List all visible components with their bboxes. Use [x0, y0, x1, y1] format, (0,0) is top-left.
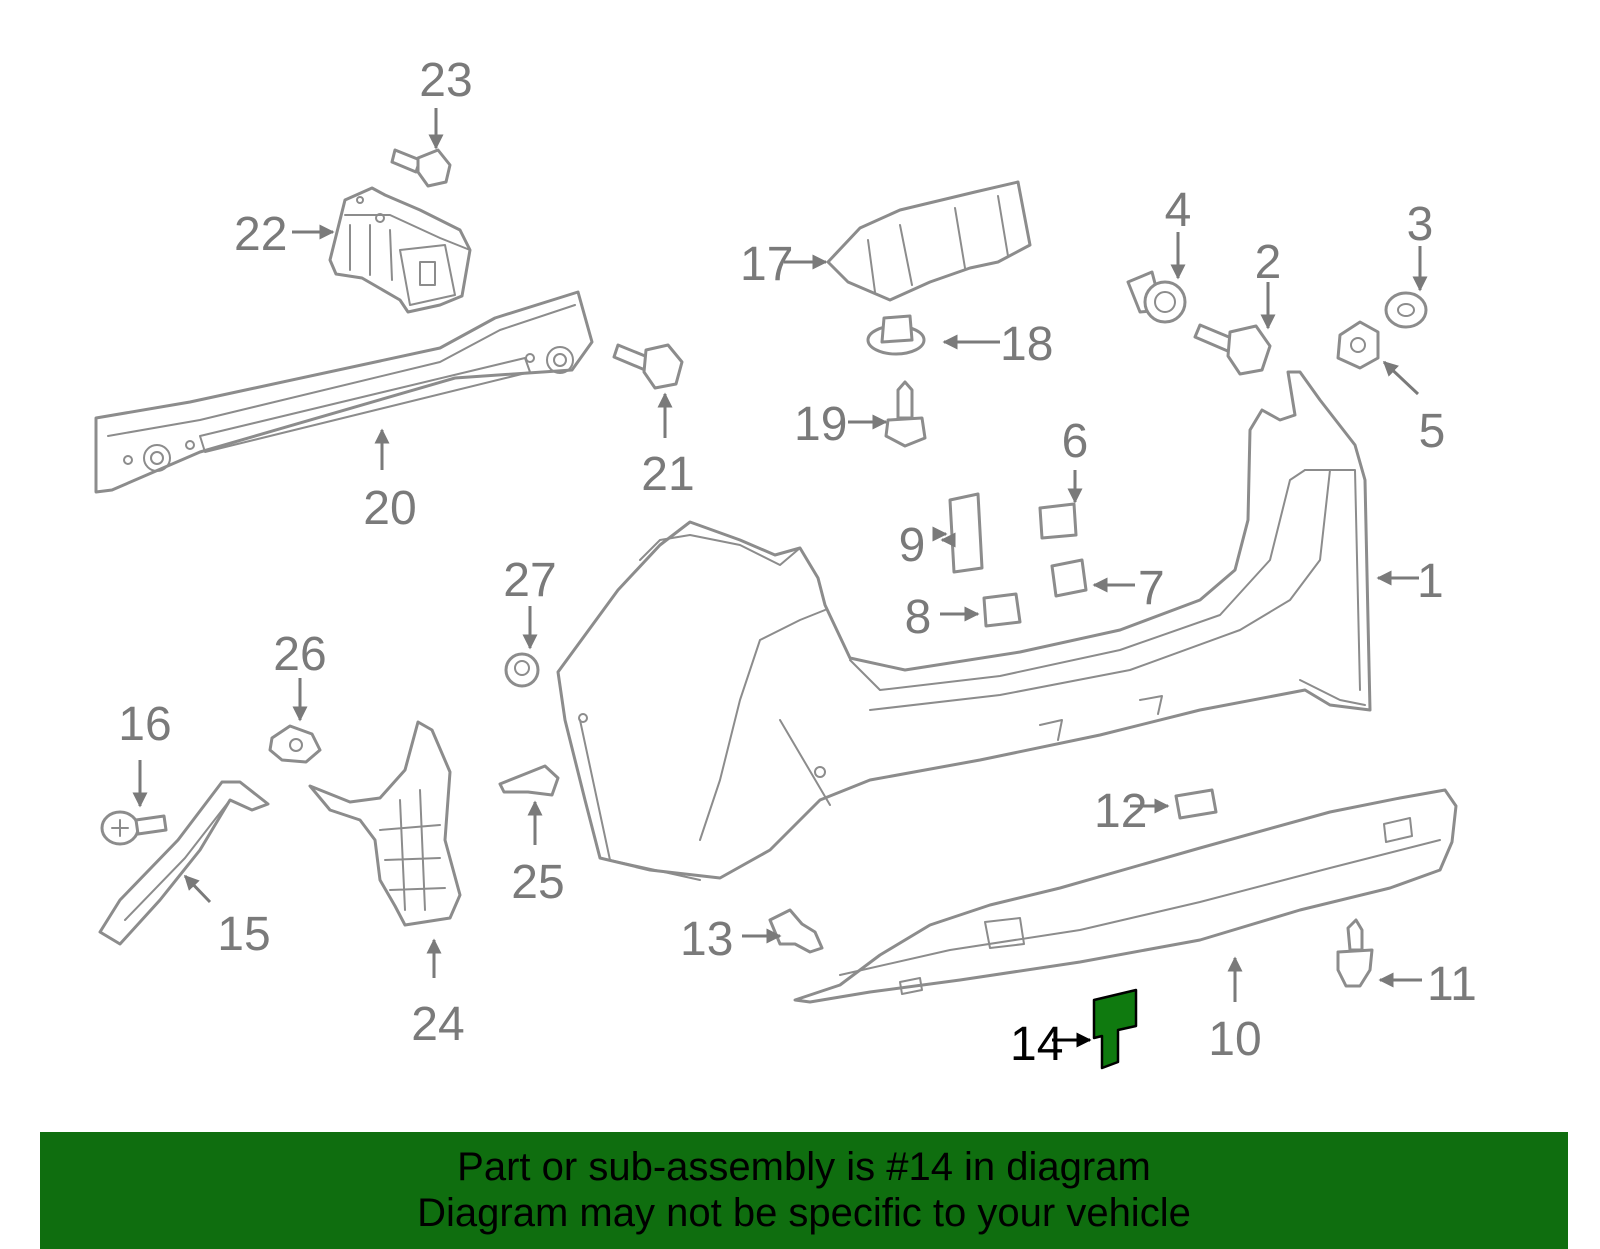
banner-line-2: Diagram may not be specific to your vehi…: [417, 1191, 1191, 1235]
label-23: 23: [419, 54, 472, 107]
label-22: 22: [234, 208, 287, 261]
part-20-bumper-reinforcement: [94, 290, 594, 494]
part-21-bolt: [612, 343, 684, 390]
leader-lines: [132, 108, 1428, 1048]
label-24: 24: [411, 998, 464, 1051]
part-2-bolt: [1193, 323, 1272, 376]
callout-labels: 1 2 3 4 5 6 7 8 9 10 11 12 13 14 15 16 1…: [118, 54, 1477, 1071]
label-12: 12: [1094, 785, 1147, 838]
part-18-retainer: [866, 314, 926, 356]
part-27-grommet: [504, 652, 540, 688]
part-13-clip: [768, 908, 824, 954]
part-1-bumper-cover: [556, 370, 1372, 881]
label-21: 21: [641, 448, 694, 501]
part-3-washer: [1384, 291, 1428, 329]
label-8: 8: [905, 591, 932, 644]
label-14: 14: [1010, 1018, 1063, 1071]
label-15: 15: [217, 908, 270, 961]
label-2: 2: [1255, 236, 1282, 289]
part-11-clip: [1336, 918, 1374, 988]
part-10-lower-garnish: [793, 788, 1458, 1004]
part-4-grommet: [1126, 270, 1187, 324]
part-15-strip: [98, 780, 270, 946]
label-27: 27: [503, 554, 556, 607]
label-11: 11: [1427, 958, 1477, 1011]
part-9-pad: [948, 492, 984, 574]
label-5: 5: [1419, 405, 1446, 458]
label-9: 9: [899, 519, 926, 572]
part-22-bracket: [328, 186, 472, 314]
label-6: 6: [1062, 415, 1089, 468]
part-12-pad: [1174, 788, 1218, 820]
part-26-clip: [268, 724, 322, 764]
part-6-pad: [1038, 502, 1078, 540]
part-8-pad: [982, 592, 1022, 628]
part-14-highlighted: [1092, 988, 1138, 1070]
label-13: 13: [680, 913, 733, 966]
label-10: 10: [1208, 1013, 1261, 1066]
label-25: 25: [511, 856, 564, 909]
part-24-bracket: [308, 720, 462, 927]
label-26: 26: [273, 628, 326, 681]
part-5-nut: [1336, 320, 1380, 370]
part-25-clip: [498, 764, 560, 797]
part-19-clip: [884, 380, 927, 448]
part-23-bolt: [390, 148, 452, 188]
label-18: 18: [1000, 318, 1053, 371]
part-17-bumper-bracket: [826, 180, 1032, 302]
label-3: 3: [1407, 198, 1434, 251]
label-7: 7: [1138, 562, 1165, 615]
label-16: 16: [118, 698, 171, 751]
part-16-screw: [100, 810, 168, 846]
label-19: 19: [794, 398, 847, 451]
info-banner: Part or sub-assembly is #14 in diagram D…: [40, 1132, 1568, 1249]
label-1: 1: [1417, 555, 1444, 608]
label-17: 17: [740, 238, 793, 291]
label-4: 4: [1165, 184, 1192, 237]
label-20: 20: [363, 482, 416, 535]
part-7-pad: [1050, 558, 1088, 598]
banner-line-1: Part or sub-assembly is #14 in diagram: [457, 1145, 1151, 1189]
